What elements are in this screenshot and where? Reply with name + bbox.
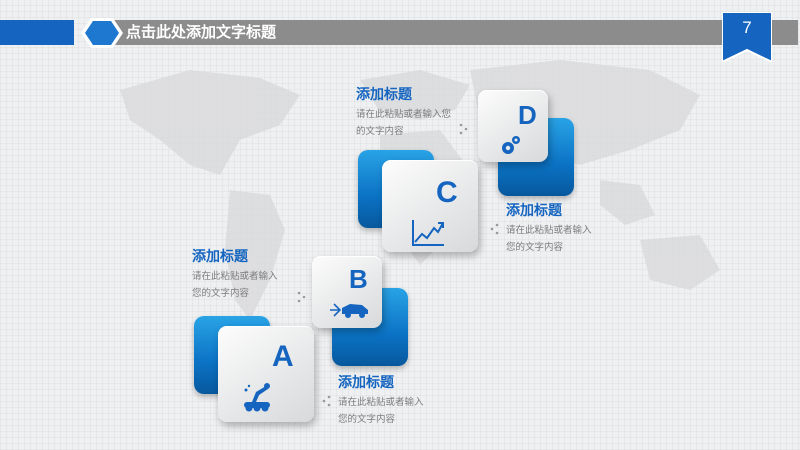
step-a-title: 添加标题 [338, 375, 394, 391]
header-title-bar [92, 20, 798, 45]
step-c-desc-line2: 您的文字内容 [506, 242, 564, 253]
connector-dots [297, 291, 306, 303]
connector-dots [322, 395, 331, 407]
page-number: 7 [742, 18, 752, 37]
step-letter-a: A [272, 340, 294, 373]
hexagon-icon [81, 18, 123, 48]
robot-arm-icon [244, 383, 270, 412]
circuit-car-icon [330, 303, 368, 318]
step-a-desc-line2: 您的文字内容 [338, 414, 396, 425]
growth-chart-icon [412, 220, 444, 246]
slide-title: 点击此处添加文字标题 [126, 23, 277, 41]
gears-icon [502, 136, 520, 154]
step-d-desc-line1: 请在此粘贴或者输入您 [356, 109, 452, 120]
tile-c [382, 160, 478, 252]
step-b-desc-line2: 您的文字内容 [192, 288, 250, 299]
step-letter-d: D [518, 100, 537, 130]
step-a-desc-line1: 请在此粘贴或者输入 [338, 397, 424, 408]
step-d-desc-line2: 的文字内容 [356, 126, 404, 137]
connector-dots [490, 223, 499, 235]
step-c-desc-line1: 请在此粘贴或者输入 [506, 225, 592, 236]
page-number-badge [722, 12, 772, 62]
header-accent-bar [0, 20, 74, 45]
step-b-title: 添加标题 [192, 249, 248, 265]
step-c-title: 添加标题 [506, 203, 562, 219]
connector-dots [459, 123, 468, 135]
step-b-desc-line1: 请在此粘贴或者输入 [192, 271, 278, 282]
step-letter-b: B [349, 264, 368, 294]
step-letter-c: C [436, 176, 458, 209]
step-d-title: 添加标题 [356, 87, 412, 103]
